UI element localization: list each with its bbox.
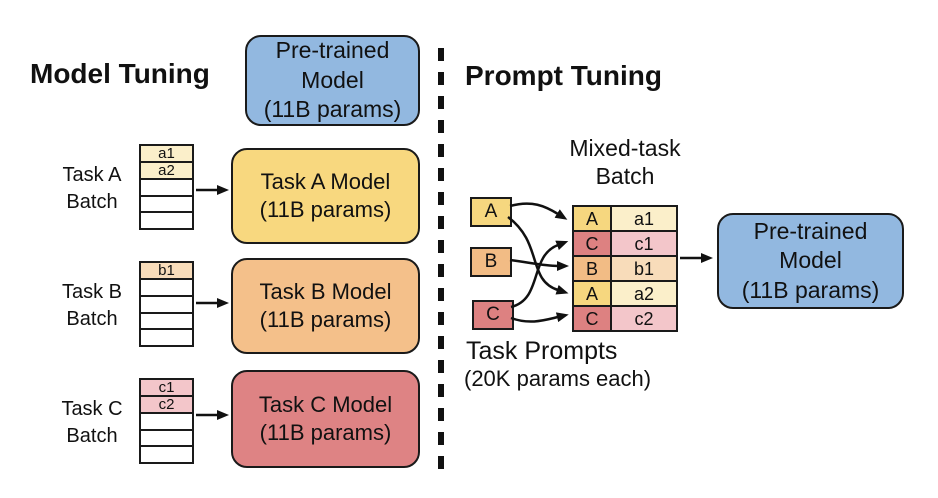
mixed-task-batch-table: A a1 C c1 B b1 A a2 C c2 xyxy=(572,205,678,332)
mixed-batch-example-cell: c1 xyxy=(612,232,676,255)
mixed-batch-example-cell: b1 xyxy=(612,257,676,280)
cell-text: A xyxy=(585,283,598,304)
cell-text: C xyxy=(585,233,599,254)
box-text-line: (11B params) xyxy=(259,197,392,222)
batch-row-empty xyxy=(141,431,192,448)
cell-text: a1 xyxy=(633,208,655,229)
mixed-batch-task-cell: A xyxy=(574,207,612,230)
batch-row: a2 xyxy=(141,163,192,180)
box-text-line: Model xyxy=(301,66,364,93)
batch-row-empty xyxy=(141,297,192,314)
prompt-label: C xyxy=(486,304,500,325)
task-prompts-params-caption: (20K params each) xyxy=(464,366,652,391)
batch-row: a1 xyxy=(141,146,192,163)
arrow-prompt-b-to-row3 xyxy=(509,258,569,271)
mixed-batch-example-cell: a1 xyxy=(612,207,676,230)
mixed-batch-example-cell: c2 xyxy=(612,307,676,330)
batch-row-empty xyxy=(141,314,192,331)
batch-row-label: a1 xyxy=(158,145,175,162)
task-c-batch-label: Task C Batch xyxy=(47,396,137,450)
task-prompts-caption: Task Prompts xyxy=(466,337,618,365)
prompt-label: B xyxy=(484,251,498,272)
mixed-batch-row: A a1 xyxy=(574,207,676,232)
task-c-model-box: Task C Model (11B params) xyxy=(231,370,420,468)
mixed-batch-example-cell: a2 xyxy=(612,282,676,305)
mixed-batch-row: A a2 xyxy=(574,282,676,307)
batch-row-label: b1 xyxy=(158,262,175,279)
arrow-prompt-a-to-row1 xyxy=(509,202,568,220)
cell-text: b1 xyxy=(633,258,655,279)
cell-text: A xyxy=(585,208,598,229)
batch-row-label: c2 xyxy=(158,396,175,413)
batch-row-label: a2 xyxy=(158,162,175,179)
box-text-line: Task C Model xyxy=(258,391,393,417)
mixed-batch-row: C c2 xyxy=(574,307,676,330)
batch-word: Batch xyxy=(66,308,118,330)
batch-row: c2 xyxy=(141,397,192,414)
batch-word: Batch xyxy=(66,191,118,213)
batch-row: b1 xyxy=(141,263,192,280)
left-pretrained-model-box: Pre-trained Model (11B params) xyxy=(245,35,420,126)
mixed-batch-task-cell: C xyxy=(574,307,612,330)
task-b-batch-table: b1 xyxy=(139,261,194,347)
task-name: Task B xyxy=(61,281,123,303)
cell-text: B xyxy=(585,258,598,279)
box-text-line: (11B params) xyxy=(259,420,392,445)
box-text-line: (11B params) xyxy=(741,276,880,303)
task-b-model-box: Task B Model (11B params) xyxy=(231,258,420,354)
cell-text: a2 xyxy=(633,283,655,304)
prompt-c-box: C xyxy=(472,300,514,330)
batch-row-label: c1 xyxy=(158,379,175,396)
cell-text: c1 xyxy=(634,233,654,254)
task-name: Task A xyxy=(62,164,122,186)
batch-row-empty xyxy=(141,180,192,197)
task-c-batch-table: c1 c2 xyxy=(139,378,194,464)
mixed-label-line: Batch xyxy=(595,163,655,189)
mixed-batch-task-cell: A xyxy=(574,282,612,305)
box-text-line: (11B params) xyxy=(263,96,402,123)
batch-row-empty xyxy=(141,213,192,228)
batch-row-empty xyxy=(141,447,192,462)
mixed-batch-task-cell: B xyxy=(574,257,612,280)
box-text-line: (11B params) xyxy=(259,307,392,332)
prompt-a-box: A xyxy=(470,197,512,227)
batch-row-empty xyxy=(141,330,192,345)
task-name: Task C xyxy=(61,398,123,420)
prompt-tuning-title: Prompt Tuning xyxy=(465,60,662,91)
box-text-line: Model xyxy=(779,247,842,274)
batch-row: c1 xyxy=(141,380,192,397)
task-b-batch-label: Task B Batch xyxy=(47,279,137,333)
box-text-line: Task B Model xyxy=(259,278,392,304)
cell-text: C xyxy=(585,308,599,329)
arrow-prompt-a-to-row4 xyxy=(507,215,569,295)
box-text-line: Pre-trained xyxy=(753,217,868,244)
model-tuning-title: Model Tuning xyxy=(30,58,210,89)
task-a-model-box: Task A Model (11B params) xyxy=(231,148,420,244)
box-text-line: Task A Model xyxy=(260,168,391,194)
mixed-batch-task-cell: C xyxy=(574,232,612,255)
prompt-b-box: B xyxy=(470,247,512,277)
arrow-prompt-c-to-row5 xyxy=(510,312,569,323)
batch-row-empty xyxy=(141,280,192,297)
batch-word: Batch xyxy=(66,425,118,447)
cell-text: c2 xyxy=(634,308,654,329)
mixed-batch-row: C c1 xyxy=(574,232,676,257)
box-text-line: Pre-trained xyxy=(275,37,390,64)
mixed-batch-row: B b1 xyxy=(574,257,676,282)
task-a-batch-label: Task A Batch xyxy=(47,162,137,216)
task-a-batch-table: a1 a2 xyxy=(139,144,194,230)
batch-row-empty xyxy=(141,414,192,431)
mixed-label-line: Mixed-task xyxy=(569,135,681,161)
mixed-task-batch-label: Mixed-task Batch xyxy=(562,134,688,190)
right-pretrained-model-box: Pre-trained Model (11B params) xyxy=(717,213,904,309)
batch-row-empty xyxy=(141,197,192,214)
prompt-label: A xyxy=(484,201,498,222)
arrow-prompt-c-to-row2 xyxy=(510,240,569,309)
